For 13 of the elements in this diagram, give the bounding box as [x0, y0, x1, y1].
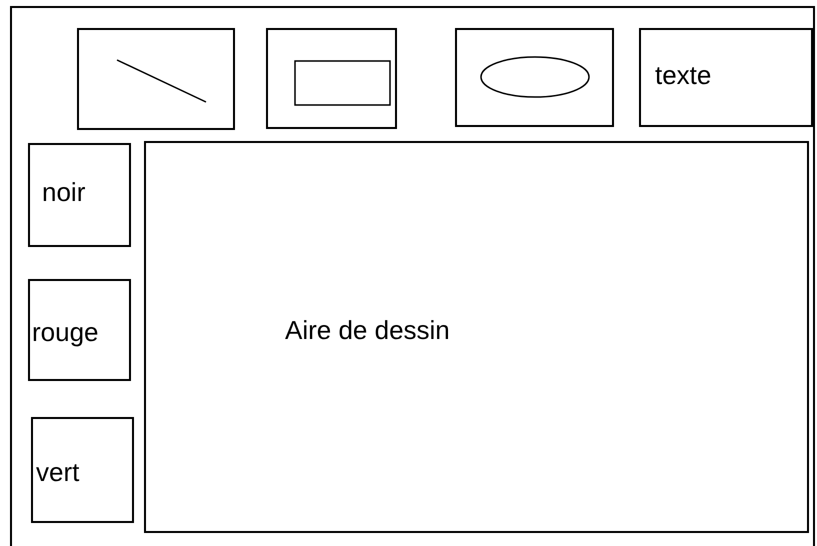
tool-button [639, 28, 813, 127]
button-label: noir [42, 177, 86, 208]
area-label: Aire de dessin [285, 315, 450, 346]
button-label: rouge [32, 317, 98, 348]
color-button [28, 143, 131, 247]
tool-button [455, 28, 614, 127]
color-button [31, 417, 134, 523]
color-button [28, 279, 131, 381]
button-label: vert [36, 457, 80, 488]
tool-button [77, 28, 235, 130]
drawing-area [144, 141, 809, 533]
button-label: texte [655, 60, 712, 91]
tool-button [266, 28, 397, 129]
